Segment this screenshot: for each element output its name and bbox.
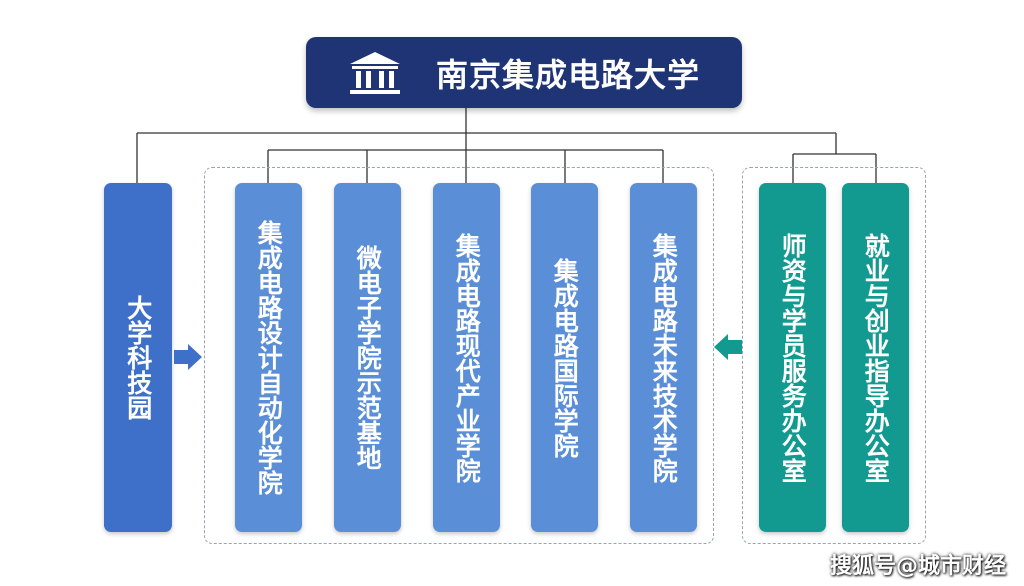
college-box: 集成电路国际学院 — [531, 183, 598, 532]
college-label: 集成电路国际学院 — [550, 257, 580, 458]
office-group — [742, 167, 926, 544]
college-label: 集成电路未来技术学院 — [649, 232, 679, 483]
science-park-label: 大学科技园 — [123, 295, 153, 420]
university-title: 南京集成电路大学 — [435, 55, 700, 94]
watermark: 搜狐号@城市财经 — [829, 554, 1006, 579]
arrow-right-icon — [174, 344, 202, 370]
college-group — [204, 167, 714, 544]
college-label: 微电子学院示范基地 — [353, 245, 383, 470]
college-box: 微电子学院示范基地 — [334, 183, 401, 532]
college-label: 集成电路设计自动化学院 — [254, 220, 284, 495]
university-header: 南京集成电路大学 — [306, 37, 742, 108]
college-box: 集成电路设计自动化学院 — [235, 183, 302, 532]
office-label: 师资与学员服务办公室 — [778, 232, 808, 483]
college-box: 集成电路现代产业学院 — [433, 183, 500, 532]
college-label: 集成电路现代产业学院 — [452, 232, 482, 483]
college-box: 集成电路未来技术学院 — [630, 183, 697, 532]
arrow-left-icon — [714, 334, 742, 360]
office-box: 就业与创业指导办公室 — [842, 183, 909, 532]
office-label: 就业与创业指导办公室 — [861, 232, 891, 483]
building-columns-icon — [349, 51, 400, 94]
science-park-box: 大学科技园 — [104, 183, 172, 532]
office-box: 师资与学员服务办公室 — [759, 183, 826, 532]
